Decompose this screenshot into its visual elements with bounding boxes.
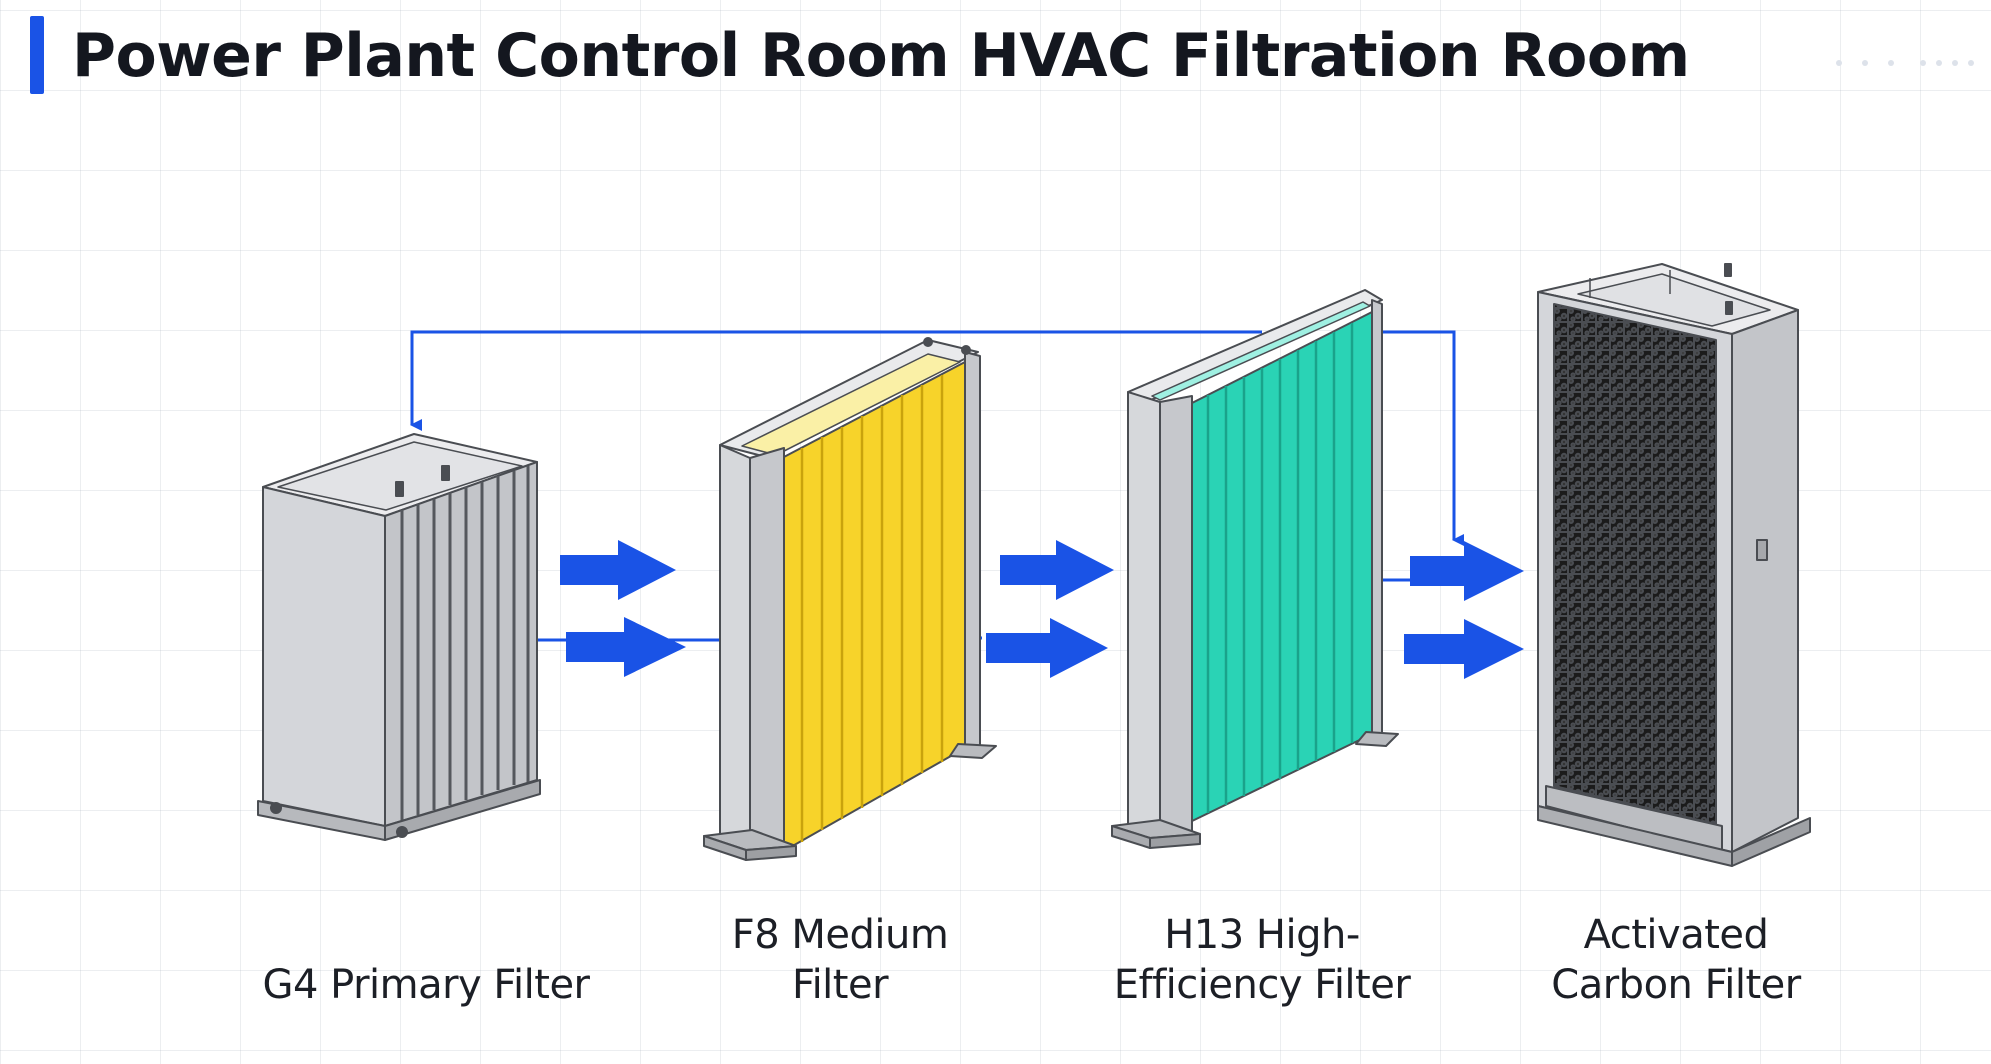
filter-label-carbon: Activated Carbon Filter <box>1496 910 1856 1010</box>
filter-label-line: F8 Medium <box>731 912 949 958</box>
page-title: Power Plant Control Room HVAC Filtration… <box>72 21 1690 91</box>
filter-label-line: Activated <box>1583 912 1769 958</box>
activated-carbon-filter-icon <box>1537 263 1811 867</box>
filter-label-line: Efficiency Filter <box>1113 962 1411 1008</box>
filter-label-line: Carbon Filter <box>1551 962 1801 1008</box>
h13-high-efficiency-filter-icon <box>1111 289 1399 849</box>
decorative-dots <box>1832 56 1982 72</box>
airflow-arrow-icon <box>560 540 1524 679</box>
g4-primary-filter-icon <box>257 433 541 841</box>
title-accent-bar <box>30 16 44 94</box>
f8-medium-filter-icon <box>703 337 997 861</box>
filter-label-h13: H13 High- Efficiency Filter <box>1082 910 1442 1010</box>
filter-label-f8: F8 Medium Filter <box>660 910 1020 1010</box>
filter-label-line: G4 Primary Filter <box>262 962 590 1008</box>
filter-label-line: H13 High- <box>1164 912 1360 958</box>
filter-label-line: Filter <box>791 962 889 1008</box>
filter-label-g4: G4 Primary Filter <box>246 960 606 1010</box>
